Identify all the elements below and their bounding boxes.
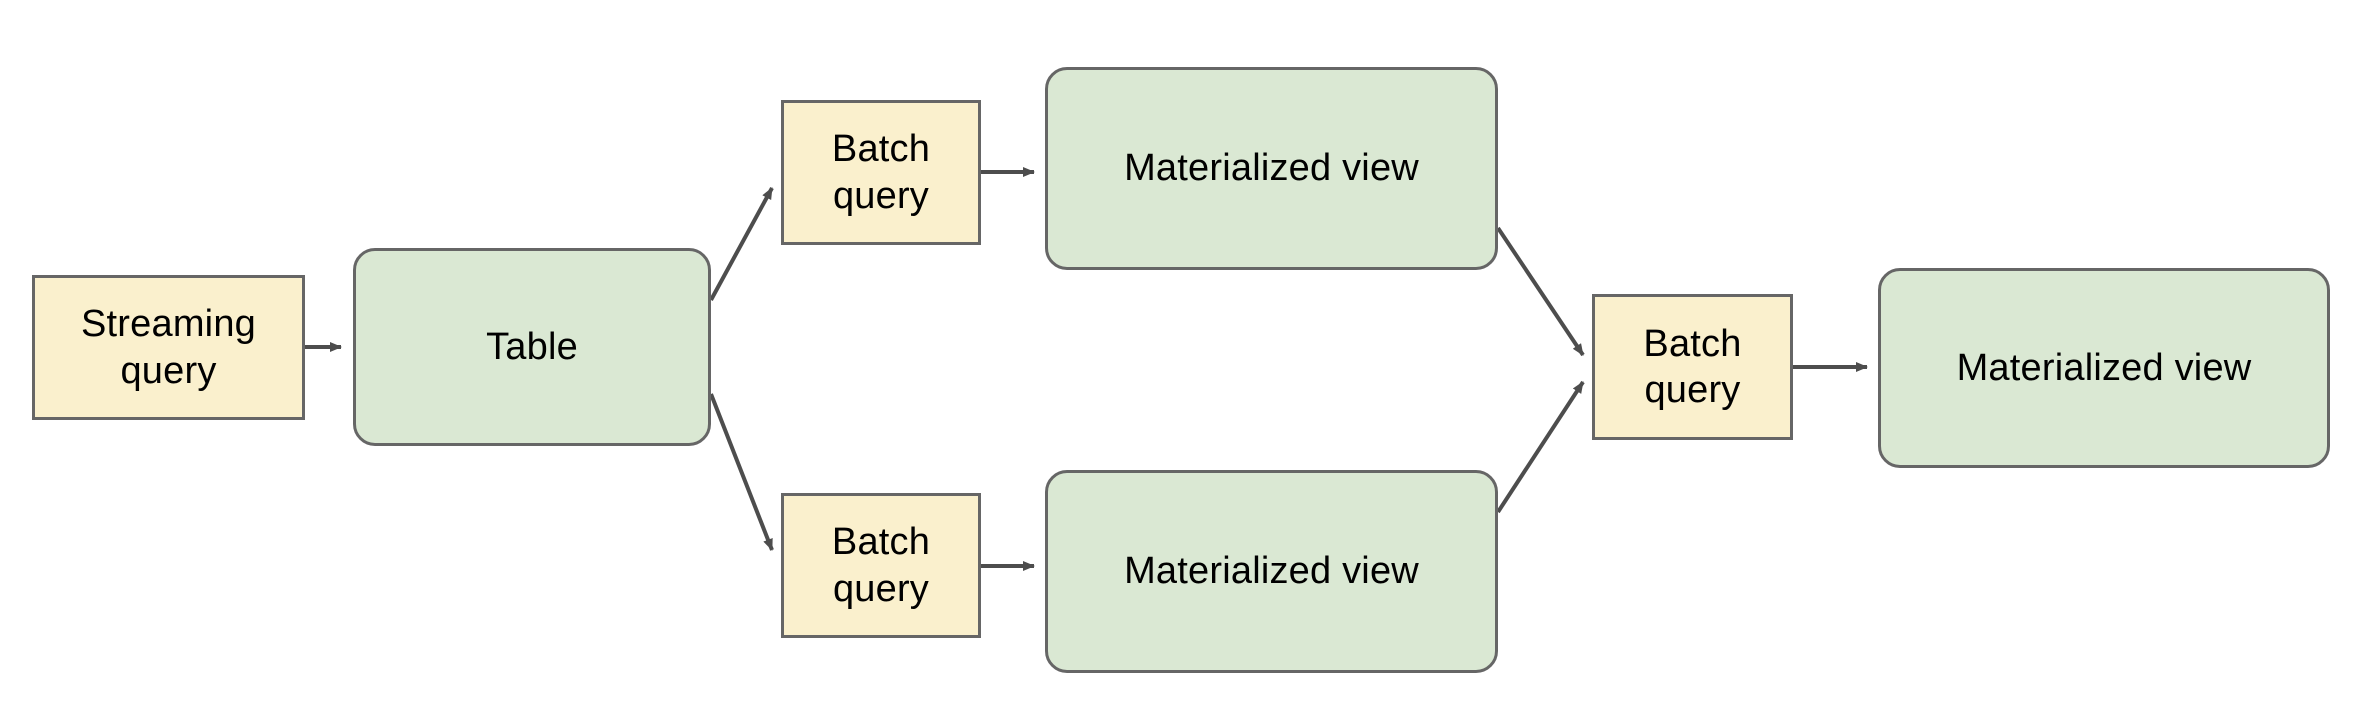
edge-table-to-batch-query-top (709, 187, 774, 301)
node-label: Materialized view (1124, 550, 1419, 593)
node-label: Materialized view (1124, 147, 1419, 190)
edge-materialized-view-bottom-to-batch-query-join (1496, 380, 1585, 514)
node-batch-query-join[interactable]: Batch query (1592, 294, 1793, 440)
node-materialized-view-bottom[interactable]: Materialized view (1045, 470, 1498, 673)
node-label: Batch query (831, 128, 931, 217)
node-streaming-query[interactable]: Streaming query (32, 275, 305, 420)
node-label: Materialized view (1956, 346, 2252, 389)
node-materialized-view-final[interactable]: Materialized view (1878, 268, 2330, 468)
node-materialized-view-top[interactable]: Materialized view (1045, 67, 1498, 270)
node-batch-query-top[interactable]: Batch query (781, 100, 981, 245)
node-label: Batch query (1643, 322, 1742, 411)
node-label: Table (486, 325, 578, 368)
edge-table-to-batch-query-bottom (709, 393, 774, 551)
node-batch-query-bottom[interactable]: Batch query (781, 493, 981, 638)
node-table[interactable]: Table (353, 248, 711, 446)
edge-materialized-view-top-to-batch-query-join (1496, 226, 1585, 357)
node-label: Batch query (831, 521, 931, 610)
node-label: Streaming query (81, 303, 256, 392)
